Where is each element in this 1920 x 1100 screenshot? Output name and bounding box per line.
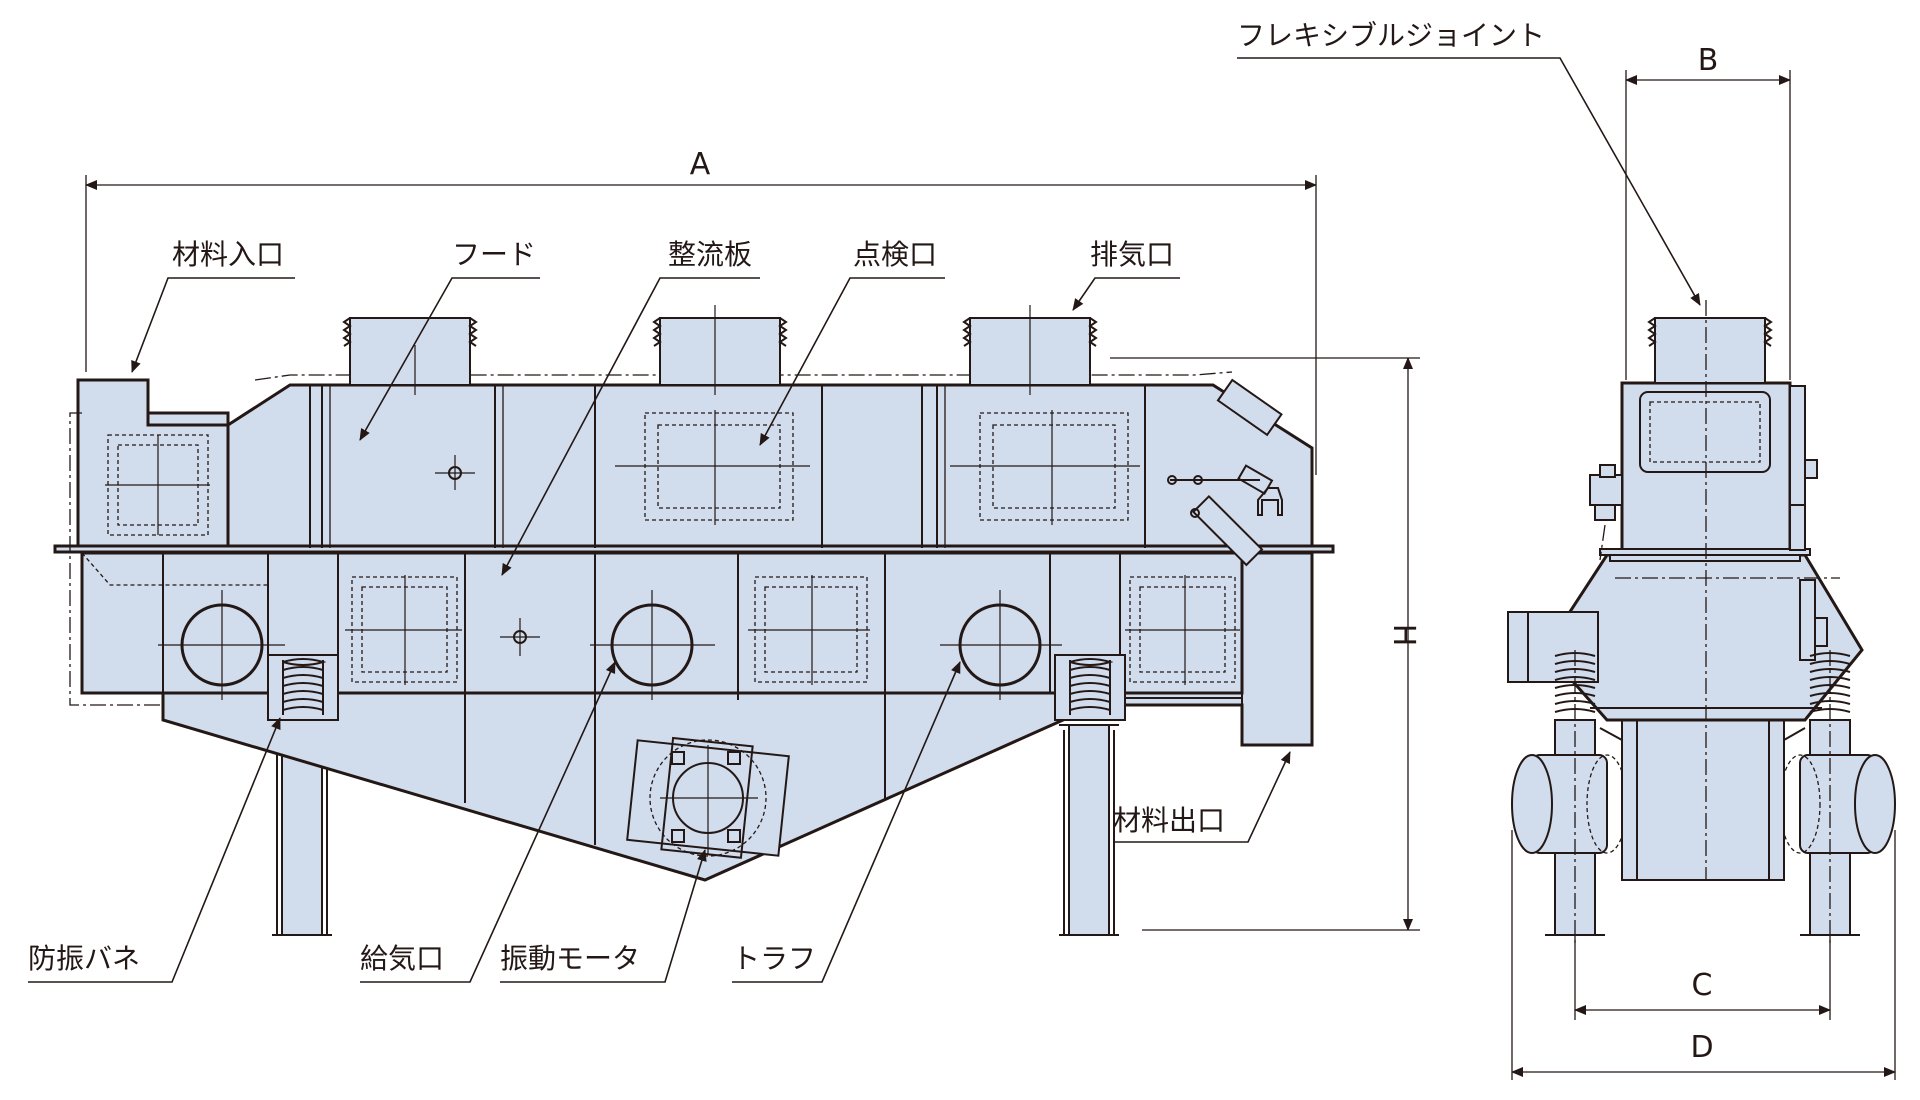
dimension-d: D [1511, 830, 1896, 1080]
center-marks [105, 305, 1240, 685]
label-trough: トラフ [732, 661, 961, 983]
trough-body [80, 551, 1314, 695]
label-motor: 振動モータ [500, 849, 707, 983]
air-inlet-circles [158, 590, 1062, 700]
spring-right [1054, 654, 1126, 721]
material-inlet [76, 378, 230, 550]
inspection-label: 点検口 [853, 238, 937, 271]
dimension-c: C [1574, 935, 1831, 1020]
vibration-motor [626, 736, 790, 859]
support-leg-right [1059, 724, 1119, 936]
side-drum-left [1511, 754, 1628, 854]
label-flex-joint: フレキシブルジョイント [1237, 19, 1701, 306]
exhaust-duct-2 [652, 317, 788, 386]
label-hood: フード [359, 238, 540, 441]
label-baffle: 整流板 [501, 238, 760, 576]
hood-panels [309, 385, 1146, 548]
front-view: A H 材料入口 フード 整流板 点検口 排気口 [28, 147, 1421, 983]
dimension-d-label: D [1690, 1030, 1713, 1065]
label-exhaust: 排気口 [1072, 238, 1180, 311]
trough-label: トラフ [732, 942, 816, 975]
baffle-label: 整流板 [668, 238, 752, 271]
side-view: B C D フレキシブルジョイント [1237, 19, 1896, 1080]
dimension-a: A [85, 147, 1317, 475]
inlet-label: 材料入口 [172, 238, 284, 271]
flange [53, 544, 1335, 554]
damper-mechanism [1167, 378, 1283, 567]
dimension-h-label: H [1386, 624, 1421, 647]
label-inspection: 点検口 [759, 238, 945, 446]
hood-label: フード [452, 238, 536, 271]
dimension-h: H [1110, 357, 1421, 931]
label-spring: 防振バネ [28, 717, 281, 983]
dimension-b: B [1625, 43, 1791, 380]
exhaust-label: 排気口 [1090, 238, 1174, 271]
side-drum-right [1779, 754, 1896, 854]
spring-left [267, 654, 339, 721]
dimension-b-label: B [1698, 43, 1719, 78]
dimension-a-label: A [690, 147, 711, 182]
air-inlet-label: 給気口 [360, 942, 444, 975]
flex-joint-label: フレキシブルジョイント [1237, 19, 1545, 52]
label-inlet: 材料入口 [131, 238, 295, 373]
motor-label: 振動モータ [500, 942, 640, 975]
label-outlet: 材料出口 [1113, 751, 1291, 843]
dimension-c-label: C [1692, 968, 1713, 1003]
label-air-inlet: 給気口 [360, 661, 616, 983]
outlet-label: 材料出口 [1113, 804, 1225, 837]
spring-label: 防振バネ [28, 942, 140, 975]
